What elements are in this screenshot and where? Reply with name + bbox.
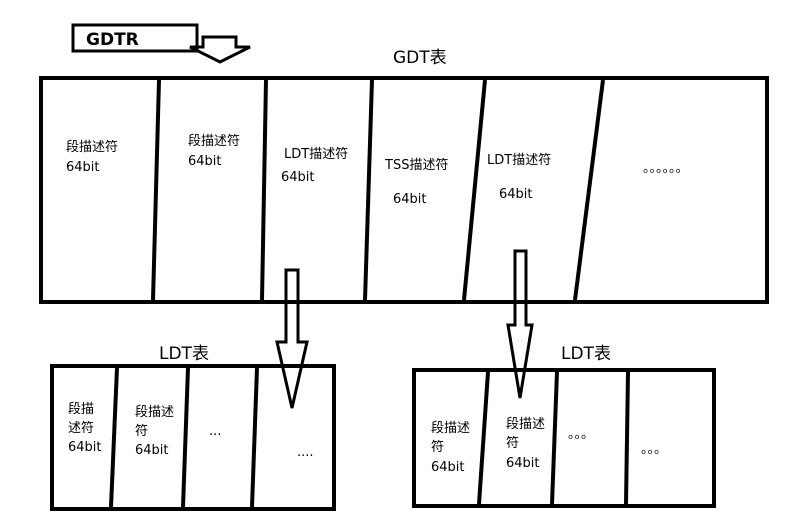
ldt-left-cell-2-line3: 64bit xyxy=(135,443,169,458)
ldt-pointer-arrow-right xyxy=(506,249,534,399)
gdt-cell-3-line2: 64bit xyxy=(281,170,315,185)
ldt-right-cell-1-line2: 符 xyxy=(431,439,444,455)
gdt-title: GDT表 xyxy=(393,48,447,68)
gdtr-register: GDTR xyxy=(71,23,199,53)
ldt-left-cell-1-line2: 述符 xyxy=(68,420,94,436)
ldt-right-cell-2-line3: 64bit xyxy=(506,456,540,471)
ldt-left-cell-2-line2: 符 xyxy=(135,423,148,439)
gdt-cell-6-ellipsis: 。。。。。。 xyxy=(643,161,689,176)
gdt-divider xyxy=(462,79,487,301)
ldt-right-cell-2-line1: 段描述 xyxy=(506,417,545,432)
ldt-right-divider xyxy=(550,371,559,505)
gdt-divider xyxy=(260,79,268,301)
gdt-table: 段描述符 64bit 段描述符 64bit LDT描述符 64bit TSS描述… xyxy=(39,76,769,304)
ldt-left-divider xyxy=(250,367,259,508)
ldt-left-title: LDT表 xyxy=(159,344,209,364)
gdt-cell-1-line2: 64bit xyxy=(66,160,100,175)
ldt-right-title: LDT表 xyxy=(561,344,611,364)
ldt-left-cell-4-ellipsis: .... xyxy=(297,445,314,460)
ldt-left-border xyxy=(50,364,336,511)
gdt-divider xyxy=(151,79,161,301)
ldt-right-border xyxy=(412,368,716,508)
gdt-divider xyxy=(363,79,374,301)
gdt-cell-5-line1: LDT描述符 xyxy=(487,152,551,168)
ldt-right-cell-1-line3: 64bit xyxy=(431,460,465,475)
ldt-left-cell-2-line1: 段描述 xyxy=(135,405,174,420)
ldt-right-table: 段描述 符 64bit 段描述 符 64bit 。。。 。。。 xyxy=(412,368,716,508)
ldt-left-cell-3-ellipsis: ... xyxy=(209,424,221,439)
ldt-right-divider xyxy=(477,371,490,505)
gdtr-box xyxy=(71,23,199,53)
ldt-pointer-arrow-left xyxy=(275,268,309,409)
gdt-cell-3-line1: LDT描述符 xyxy=(284,146,348,162)
ldt-left-table: 段描 述符 64bit 段描述 符 64bit ... .... xyxy=(50,364,336,511)
ldt-right-cell-4-ellipsis: 。。。 xyxy=(641,442,667,457)
gdt-cell-1-line1: 段描述符 xyxy=(66,139,118,155)
ldt-right-cell-2-line2: 符 xyxy=(506,435,519,451)
gdt-cell-5-line2: 64bit xyxy=(499,187,533,202)
gdt-table-border xyxy=(39,76,769,304)
ldt-left-divider xyxy=(109,367,119,508)
ldt-left-divider xyxy=(181,367,190,508)
gdt-cell-4-line1: TSS描述符 xyxy=(384,157,448,173)
ldt-left-cell-1-line3: 64bit xyxy=(68,440,102,455)
gdt-divider xyxy=(573,79,605,301)
ldt-right-divider xyxy=(624,371,630,505)
ldt-right-cell-3-ellipsis: 。。。 xyxy=(568,427,594,442)
gdtr-pointer-arrow xyxy=(189,35,251,64)
gdt-cell-4-line2: 64bit xyxy=(393,192,427,207)
gdt-cell-2-line2: 64bit xyxy=(188,154,222,169)
ldt-right-cell-1-line1: 段描述 xyxy=(431,421,470,436)
ldt-left-cell-1-line1: 段描 xyxy=(68,402,94,417)
gdt-cell-2-line1: 段描述符 xyxy=(188,133,240,149)
gdtr-label: GDTR xyxy=(86,30,139,50)
